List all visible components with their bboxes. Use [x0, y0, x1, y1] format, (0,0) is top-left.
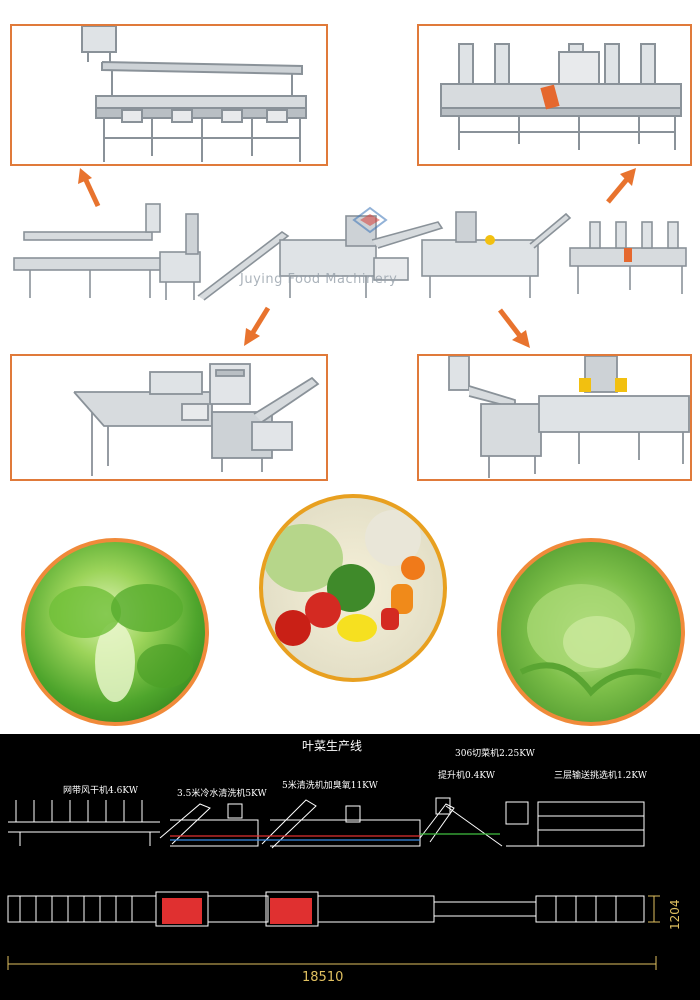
vegetable-bok-choy-photo	[21, 538, 209, 726]
vegetable-mix-photo	[259, 494, 447, 682]
cad-wash-tank-2	[270, 898, 312, 924]
machine-photo-cutter-washer	[417, 354, 692, 481]
cad-wash-tank-1	[162, 898, 202, 924]
cad-dimension-length: 18510	[302, 970, 344, 985]
cad-label-ozone-wash: 5米清洗机加臭氧11KW	[282, 781, 378, 791]
machine-photo-sorting-conveyor	[10, 24, 328, 166]
arrow-down-left-icon	[240, 304, 274, 348]
machine-photo-washer	[10, 354, 328, 481]
cad-plan-view	[7, 891, 645, 927]
cad-layout-drawing: 叶菜生产线 306切菜机2.25KW 网带风干机4.6KW 3.5米冷水清洗机5…	[0, 734, 700, 1000]
cad-dimension-width: 1204	[668, 899, 682, 930]
watermark-text: Juying Food Machinery	[240, 272, 398, 287]
vegetable-lettuce-photo	[497, 538, 685, 726]
arrow-up-left-icon	[76, 166, 106, 212]
cad-dimension-lines	[7, 895, 660, 970]
machine-photo-air-dryer	[417, 24, 692, 166]
cad-side-elevation	[8, 797, 645, 849]
cad-title: 叶菜生产线	[302, 739, 363, 753]
cad-label-cold-wash: 3.5米冷水清洗机5KW	[177, 789, 267, 799]
arrow-up-right-icon	[602, 166, 640, 206]
cad-label-lifter: 提升机0.4KW	[438, 771, 495, 781]
cad-label-sorter: 三层输送挑选机1.2KW	[554, 771, 647, 781]
cad-label-cutter: 306切菜机2.25KW	[455, 749, 535, 759]
arrow-down-right-icon	[496, 306, 534, 350]
cad-label-dryer: 网带风干机4.6KW	[63, 786, 138, 796]
production-line-overview	[10, 200, 692, 308]
